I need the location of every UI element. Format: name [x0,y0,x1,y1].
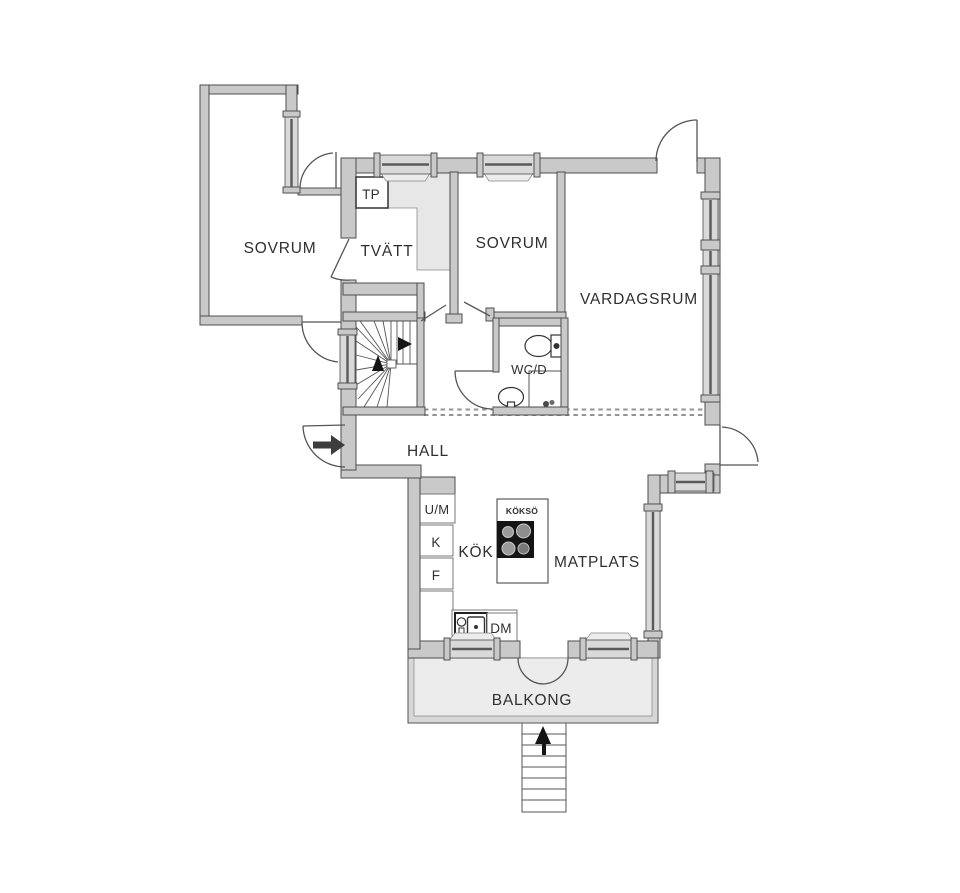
window-living-east [700,191,721,403]
shaded-zones [387,172,659,724]
labels: SOVRUM TVÄTT SOVRUM VARDAGSRUM WC/D HALL… [244,187,698,709]
toilet-icon [524,334,553,358]
door-hall-east [719,425,759,467]
window-dining-east [643,503,663,639]
stair-up-arrow-icon [372,355,384,371]
doors [299,119,759,685]
fridge-cabinet [419,524,454,557]
door-wc [454,370,493,410]
label-freezer: F [432,568,441,583]
faucet-icon [456,617,467,627]
window-dining-bottom [579,632,638,661]
door-bedroom1-ne [299,152,337,189]
window-hall-south [667,470,715,494]
entry-arrow-icon [313,435,345,455]
staircase [355,320,417,408]
drying-cabinet-box [355,176,389,209]
label-bedroom1: SOVRUM [244,240,317,257]
tall-cabinet [419,590,454,644]
door-bedroom2 [463,301,491,317]
label-bedroom2: SOVRUM [476,235,549,252]
window-stairwell-west [337,328,358,390]
balcony-floor [413,657,653,717]
door-entry [302,424,346,468]
oven-microwave-cabinet [419,493,456,524]
label-dining: MATPLATS [554,554,640,571]
ceiling-dash-lines [424,408,704,416]
label-hall: HALL [407,443,449,460]
label-living-room: VARDAGSRUM [580,291,698,308]
window-kitchen-bottom [443,632,501,661]
exterior-stair-up-arrow-icon [535,726,551,744]
door-laundry-inner [420,304,447,322]
door-living-top [655,119,698,162]
window-bedroom1 [282,110,301,194]
label-balcony: BALKONG [492,692,573,709]
label-kitchen: KÖK [458,543,493,561]
label-kitchen-island: KÖKSÖ [506,506,538,516]
door-bedroom1-south [301,321,341,363]
floor-drain-icon [543,401,549,407]
label-laundry: TVÄTT [360,243,413,260]
door-balcony-double [517,657,569,685]
wc-fixtures [497,334,563,409]
stair-right-arrow-icon [398,337,412,351]
label-fridge: K [431,535,440,550]
door-laundry-west [330,238,351,281]
label-dishwasher: DM [490,621,512,636]
exterior-stair [521,722,567,813]
window-bedroom2-top [476,152,541,182]
label-drying-cabinet: TP [362,187,380,202]
windows [282,110,721,661]
window-laundry-top [373,152,438,182]
label-wc: WC/D [511,362,547,377]
label-oven-microwave: U/M [425,502,450,517]
